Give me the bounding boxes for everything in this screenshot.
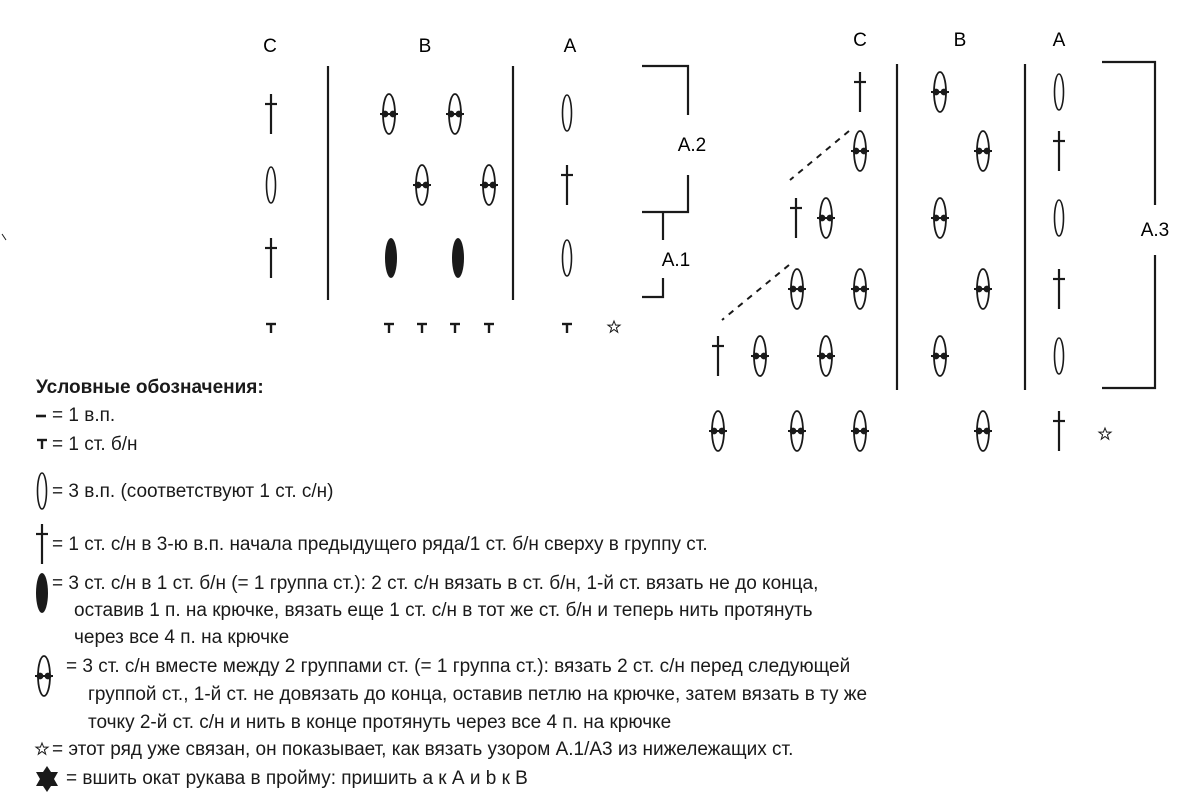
left-col-a-label: A <box>564 36 577 57</box>
legend-filled-cluster-text-1: = 3 ст. с/н в 1 ст. б/н (= 1 группа ст.)… <box>52 573 819 594</box>
dashed-line <box>789 130 850 181</box>
right-col-b-label: B <box>954 30 967 51</box>
legend-dc-text: = 1 ст. с/н в 3-ю в.п. начала предыдущег… <box>52 534 708 555</box>
legend-bigstar-text: = вшить окат рукава в пройму: пришить а … <box>66 768 528 789</box>
legend-sc-text: = 1 ст. б/н <box>52 434 138 455</box>
left-diagram: C B A A.2 A.1 <box>1 36 707 335</box>
left-col-b-label: B <box>419 36 432 57</box>
legend-cluster-text-2: группой ст., 1-й ст. не довязать до конц… <box>88 684 868 705</box>
legend-filled-cluster-text-3: через все 4 п. на крючке <box>74 627 290 648</box>
left-col-c-label: C <box>263 36 277 57</box>
bracket-a3-label: A.3 <box>1141 220 1170 241</box>
bracket-a2 <box>642 175 690 214</box>
legend-star-text: = этот ряд уже связан, он показывает, ка… <box>52 739 794 760</box>
right-diagram: C B A <box>708 30 1170 453</box>
legend-cluster-text-1: = 3 ст. с/н вместе между 2 группами ст. … <box>66 656 851 677</box>
legend-symbols <box>34 414 58 792</box>
bracket-a3 <box>1102 255 1157 390</box>
legend-chain-oval-text: = 3 в.п. (соответствуют 1 ст. с/н) <box>52 481 334 502</box>
bracket-a3 <box>1102 60 1157 205</box>
bracket-a1 <box>642 278 665 299</box>
right-col-c-label: C <box>853 30 867 51</box>
bracket-a2-label: A.2 <box>678 135 707 156</box>
legend-filled-cluster-text-2: оставив 1 п. на крючке, вязать еще 1 ст.… <box>74 600 813 621</box>
legend-chain-text: = 1 в.п. <box>52 405 116 426</box>
dashed-line <box>721 264 790 321</box>
legend-title: Условные обозначения: <box>36 377 264 398</box>
bracket-a2 <box>642 64 690 115</box>
legend-cluster-text-3: точку 2-й ст. с/н и нить в конце протяну… <box>88 712 672 733</box>
right-col-a-label: A <box>1053 30 1066 51</box>
edge-mark <box>1 233 7 241</box>
bracket-a1-label: A.1 <box>662 250 691 271</box>
